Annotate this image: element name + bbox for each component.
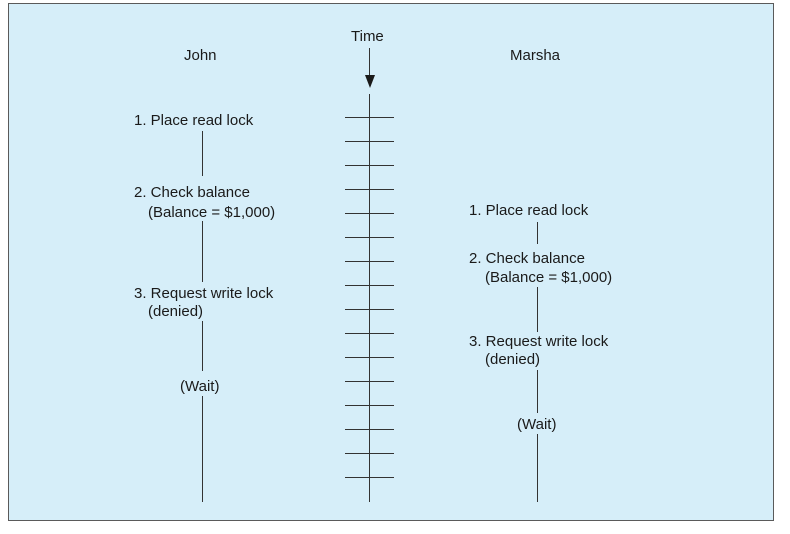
timeline-tick bbox=[345, 381, 394, 382]
timeline-tick bbox=[345, 237, 394, 238]
timeline-tick bbox=[345, 453, 394, 454]
timeline-axis bbox=[369, 94, 370, 502]
timeline-tick bbox=[345, 357, 394, 358]
john-header: John bbox=[184, 47, 217, 64]
timeline-tick bbox=[345, 309, 394, 310]
john-step-2-detail: (Balance = $1,000) bbox=[148, 204, 276, 221]
john-step-1: 1. Place read lock bbox=[134, 112, 254, 129]
marsha-step-3: 3. Request write lock bbox=[469, 333, 609, 350]
time-arrow-head-icon bbox=[365, 75, 375, 88]
timeline-tick bbox=[345, 165, 394, 166]
john-connector-3 bbox=[202, 321, 203, 371]
john-step-2: 2. Check balance bbox=[134, 184, 250, 201]
timeline-tick bbox=[345, 189, 394, 190]
john-wait: (Wait) bbox=[180, 378, 220, 395]
john-connector-1 bbox=[202, 131, 203, 176]
time-label: Time bbox=[351, 28, 384, 45]
timeline-tick bbox=[345, 285, 394, 286]
diagram-panel bbox=[8, 3, 774, 521]
timeline-tick bbox=[345, 261, 394, 262]
timeline-tick bbox=[345, 429, 394, 430]
john-connector-4 bbox=[202, 396, 203, 502]
marsha-step-2-detail: (Balance = $1,000) bbox=[485, 269, 613, 286]
timeline-tick bbox=[345, 117, 394, 118]
marsha-connector-1 bbox=[537, 222, 538, 244]
timeline-tick bbox=[345, 477, 394, 478]
john-step-3-detail: (denied) bbox=[148, 303, 204, 320]
timeline-tick bbox=[345, 213, 394, 214]
john-step-3: 3. Request write lock bbox=[134, 285, 274, 302]
john-connector-2 bbox=[202, 221, 203, 282]
marsha-header: Marsha bbox=[510, 47, 561, 64]
timeline-tick bbox=[345, 333, 394, 334]
marsha-connector-3 bbox=[537, 370, 538, 413]
marsha-wait: (Wait) bbox=[517, 416, 557, 433]
marsha-connector-4 bbox=[537, 434, 538, 502]
timeline-tick bbox=[345, 405, 394, 406]
marsha-connector-2 bbox=[537, 287, 538, 332]
marsha-step-2: 2. Check balance bbox=[469, 250, 585, 267]
marsha-step-3-detail: (denied) bbox=[485, 351, 541, 368]
time-arrow-shaft bbox=[369, 48, 370, 75]
marsha-step-1: 1. Place read lock bbox=[469, 202, 589, 219]
timeline-tick bbox=[345, 141, 394, 142]
